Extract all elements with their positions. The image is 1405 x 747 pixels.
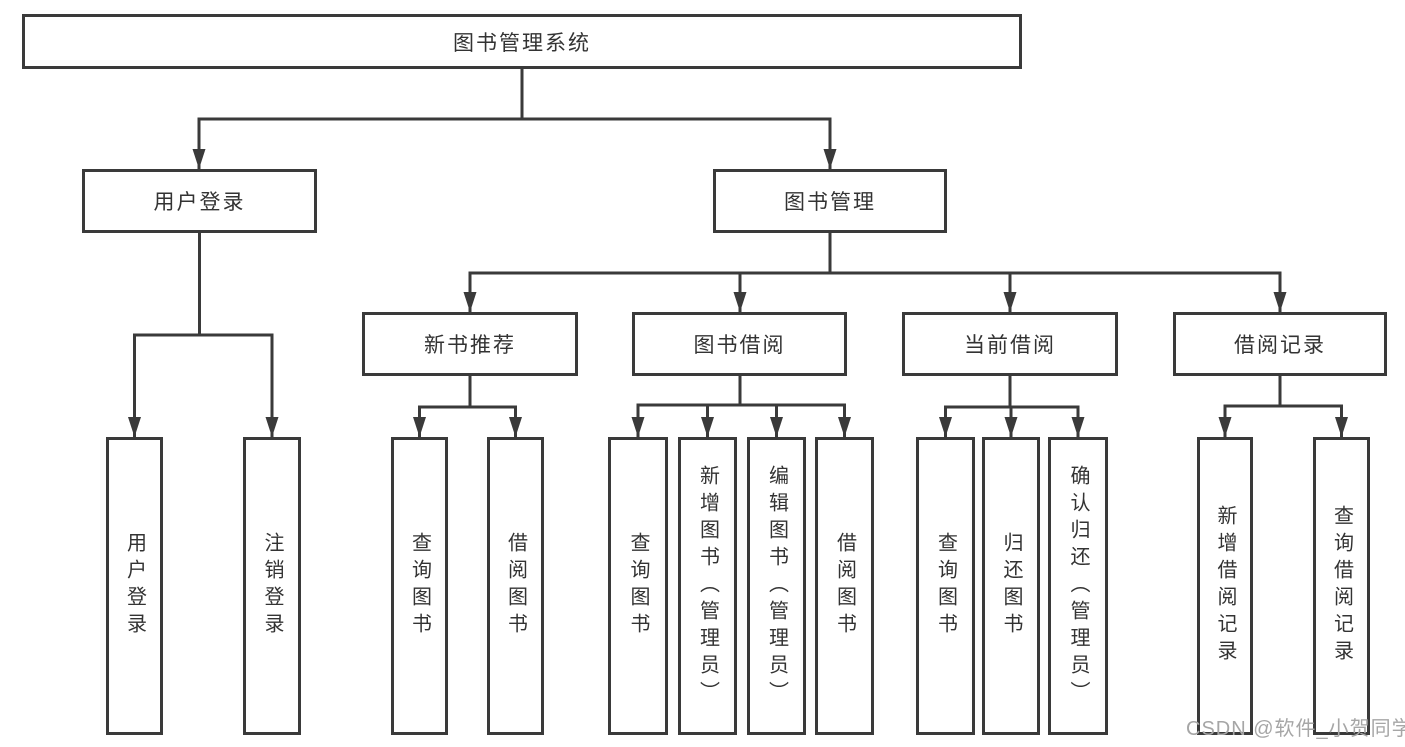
node-user-login: 用户登录 (82, 169, 317, 233)
node-book-borrow-label: 图书借阅 (693, 334, 786, 357)
edge-current-borrow-children (939, 374, 1085, 437)
node-new-book-rec: 新书推荐 (362, 312, 578, 376)
node-current-return-books-label: 归还图书 (1000, 532, 1022, 640)
node-logout: 注销登录 (243, 437, 301, 735)
edge-root-to-level2 (192, 67, 837, 169)
node-login: 用户登录 (106, 437, 163, 735)
node-current-query-books-label: 查询图书 (934, 532, 957, 640)
node-borrow-records: 借阅记录 (1173, 312, 1387, 376)
node-book-mgmt: 图书管理 (713, 169, 947, 233)
edge-borrow-records-children (1218, 374, 1348, 437)
node-rec-query-books-label: 查询图书 (408, 532, 431, 640)
node-root: 图书管理系统 (22, 14, 1022, 69)
node-borrow-add-books: 新增图书（管理员） (678, 437, 737, 735)
node-records-query-record: 查询借阅记录 (1313, 437, 1370, 735)
node-login-label: 用户登录 (123, 532, 146, 640)
node-root-label: 图书管理系统 (453, 31, 591, 55)
node-current-query-books: 查询图书 (916, 437, 975, 735)
node-records-add-record: 新增借阅记录 (1197, 437, 1253, 735)
node-borrow-borrow-books: 借阅图书 (815, 437, 874, 735)
node-book-mgmt-label: 图书管理 (784, 191, 876, 214)
node-user-login-label: 用户登录 (153, 191, 246, 214)
node-records-add-record-label: 新增借阅记录 (1214, 505, 1236, 667)
edge-book-borrow-children (631, 374, 851, 437)
node-records-query-record-label: 查询借阅记录 (1330, 505, 1353, 667)
node-rec-borrow-books: 借阅图书 (487, 437, 544, 735)
edge-new-book-rec-children (413, 374, 522, 437)
node-book-borrow: 图书借阅 (632, 312, 847, 376)
node-borrow-query-books-label: 查询图书 (627, 532, 649, 640)
node-logout-label: 注销登录 (261, 532, 283, 640)
node-borrow-borrow-books-label: 借阅图书 (833, 532, 856, 640)
csdn-watermark: CSDN @软件_小贺同学 (1186, 718, 1405, 740)
node-rec-query-books: 查询图书 (391, 437, 448, 735)
node-borrow-edit-books: 编辑图书（管理员） (747, 437, 806, 735)
node-new-book-rec-label: 新书推荐 (424, 334, 516, 357)
node-current-return-books: 归还图书 (982, 437, 1040, 735)
node-current-confirm-return-label: 确认归还（管理员） (1067, 464, 1089, 708)
node-borrow-edit-books-label: 编辑图书（管理员） (765, 464, 788, 708)
node-current-borrow: 当前借阅 (902, 312, 1118, 376)
edge-user-login-children (128, 231, 279, 437)
edge-book-mgmt-children (463, 230, 1287, 312)
node-borrow-add-books-label: 新增图书（管理员） (696, 464, 719, 708)
node-current-borrow-label: 当前借阅 (964, 334, 1056, 357)
node-borrow-records-label: 借阅记录 (1234, 334, 1326, 357)
node-borrow-query-books: 查询图书 (608, 437, 668, 735)
node-rec-borrow-books-label: 借阅图书 (504, 532, 527, 640)
node-current-confirm-return: 确认归还（管理员） (1048, 437, 1108, 735)
